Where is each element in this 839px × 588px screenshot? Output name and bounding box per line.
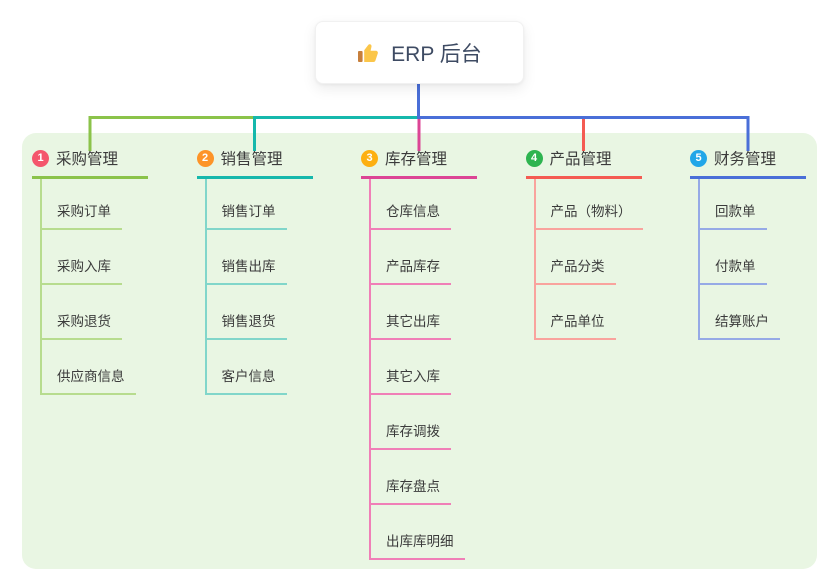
leaf-node[interactable]: 供应商信息 [40, 368, 136, 395]
leaf-node[interactable]: 仓库信息 [369, 203, 451, 230]
leaf-node[interactable]: 出库库明细 [369, 533, 465, 560]
thumbs-up-icon [358, 43, 379, 62]
leaf-node[interactable]: 产品单位 [533, 313, 616, 340]
branch-title-label: 财务管理 [714, 151, 777, 168]
leaf-node[interactable]: 库存盘点 [369, 478, 451, 505]
branch-sub-line [533, 177, 536, 338]
branch-number-badge: 3 [361, 149, 378, 167]
leaf-node[interactable]: 付款单 [698, 258, 767, 285]
branch-node-4[interactable]: 4 产品管理 [525, 145, 642, 179]
leaf-node[interactable]: 产品库存 [369, 258, 451, 285]
leaf-node[interactable]: 销售出库 [204, 258, 287, 285]
branch-number-badge: 2 [196, 149, 214, 167]
leaf-node[interactable]: 产品（物料） [533, 203, 643, 230]
leaf-node[interactable]: 库存调拨 [369, 423, 451, 450]
branch-sub-line [40, 177, 42, 393]
branch-sub-line [204, 177, 207, 393]
branch-sub-line [698, 177, 700, 338]
branch-node-2[interactable]: 2 销售管理 [196, 145, 313, 179]
branch-number-badge: 5 [690, 149, 707, 167]
connector-branch-2 [253, 116, 419, 151]
leaf-node[interactable]: 客户信息 [204, 368, 287, 395]
root-node-label: ERP 后台 [391, 42, 482, 66]
branch-title-label: 产品管理 [549, 151, 612, 168]
branches-background-panel [22, 133, 817, 569]
connector-branch-5 [418, 116, 750, 151]
branch-sub-line [369, 177, 371, 558]
leaf-node[interactable]: 结算账户 [698, 313, 780, 340]
branch-node-3[interactable]: 3 库存管理 [361, 145, 477, 179]
leaf-node[interactable]: 采购订单 [40, 203, 122, 230]
branch-title-label: 销售管理 [220, 151, 283, 168]
leaf-node[interactable]: 回款单 [698, 203, 767, 230]
root-node[interactable]: ERP 后台 [315, 21, 524, 84]
branch-title-label: 库存管理 [385, 151, 448, 168]
branch-number-badge: 4 [525, 149, 543, 167]
branch-node-5[interactable]: 5 财务管理 [690, 145, 806, 179]
leaf-node[interactable]: 销售订单 [204, 203, 287, 230]
branch-title-label: 采购管理 [56, 151, 119, 168]
leaf-node[interactable]: 其它入库 [369, 368, 451, 395]
leaf-node[interactable]: 采购退货 [40, 313, 122, 340]
leaf-node[interactable]: 其它出库 [369, 313, 451, 340]
leaf-node[interactable]: 销售退货 [204, 313, 287, 340]
leaf-node[interactable]: 产品分类 [533, 258, 616, 285]
leaf-node[interactable]: 采购入库 [40, 258, 122, 285]
branch-number-badge: 1 [32, 149, 49, 167]
branch-node-1[interactable]: 1 采购管理 [32, 145, 148, 179]
